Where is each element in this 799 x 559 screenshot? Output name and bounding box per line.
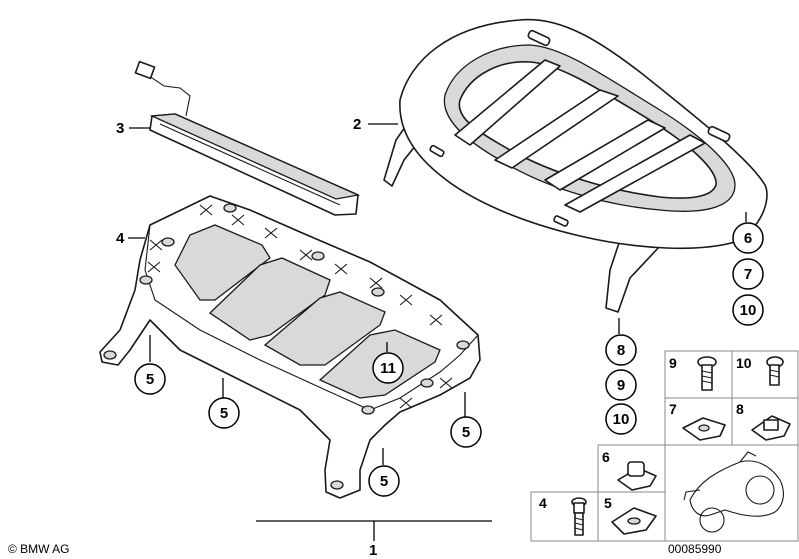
callout-10-center: 10 (605, 403, 637, 435)
nut-8-icon: 8 (736, 401, 791, 441)
svg-text:5: 5 (220, 405, 228, 422)
callout-8: 8 (605, 334, 637, 366)
luggage-rack[interactable] (383, 18, 768, 313)
copyright-text: © BMW AG (8, 542, 70, 556)
label-2: 2 (353, 116, 361, 133)
base-plate[interactable] (99, 195, 481, 499)
svg-text:5: 5 (604, 495, 612, 511)
svg-text:5: 5 (462, 424, 470, 441)
nut-6-icon: 6 (602, 449, 657, 491)
label-4: 4 (116, 230, 125, 247)
svg-text:9: 9 (617, 377, 625, 394)
svg-text:8: 8 (736, 401, 744, 417)
svg-text:9: 9 (669, 355, 677, 371)
callout-11: 11 (372, 352, 404, 384)
label-3: 3 (116, 120, 124, 137)
svg-text:8: 8 (617, 342, 625, 359)
svg-text:4: 4 (539, 495, 547, 511)
callout-6: 6 (732, 222, 764, 254)
svg-text:11: 11 (380, 360, 396, 377)
svg-text:10: 10 (736, 355, 752, 371)
callout-7: 7 (732, 258, 764, 290)
svg-text:10: 10 (740, 302, 757, 319)
callout-10-right: 10 (732, 294, 764, 326)
svg-text:7: 7 (669, 401, 677, 417)
svg-text:5: 5 (380, 473, 388, 490)
svg-text:7: 7 (744, 266, 752, 283)
parts-grid (530, 350, 799, 542)
label-1: 1 (369, 542, 377, 559)
screw-9-icon: 9 (669, 355, 717, 391)
callout-5c: 5 (450, 416, 482, 448)
nut-plate-7-icon: 7 (669, 401, 726, 441)
svg-text:10: 10 (613, 411, 630, 428)
callout-5a: 5 (134, 363, 166, 395)
washer-5-icon: 5 (604, 495, 657, 535)
screw-10-icon: 10 (736, 355, 784, 386)
callout-5b: 5 (208, 397, 240, 429)
callout-5d: 5 (368, 465, 400, 497)
svg-text:5: 5 (146, 371, 154, 388)
motorcycle-icon (683, 451, 784, 533)
svg-text:6: 6 (744, 230, 752, 247)
brake-light-strip[interactable] (134, 60, 361, 216)
diagram-code: 00085990 (668, 542, 722, 556)
bolt-4-icon: 4 (539, 495, 587, 536)
svg-text:6: 6 (602, 449, 610, 465)
callout-9: 9 (605, 369, 637, 401)
